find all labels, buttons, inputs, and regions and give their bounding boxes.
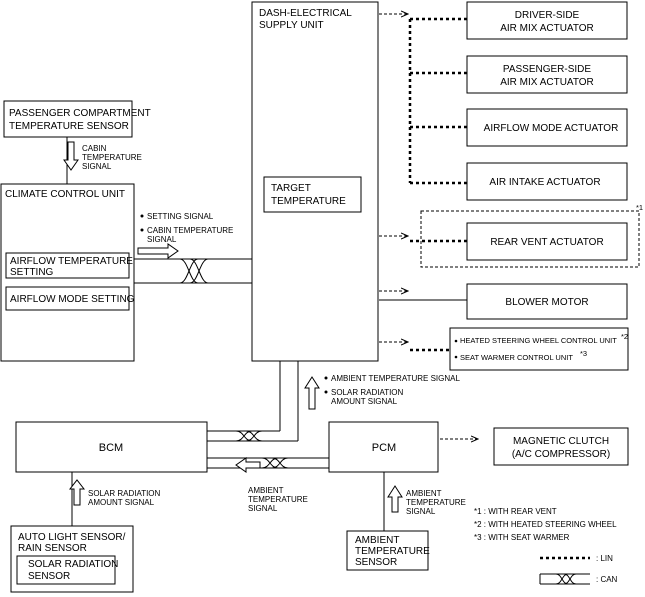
label-dash-input-signals: AMBIENT TEMPERATURE SIGNAL SOLAR RADIATI… [324, 374, 460, 406]
svg-text:REAR VENT ACTUATOR: REAR VENT ACTUATOR [490, 237, 603, 248]
passenger-compartment-temperature-sensor: PASSENGER COMPARTMENT TEMPERATURE SENSOR [3, 100, 151, 138]
label-bcm-solar-signal: SOLAR RADIATION AMOUNT SIGNAL [88, 489, 161, 507]
svg-text:*2 : WITH HEATED STEERING WHEE: *2 : WITH HEATED STEERING WHEEL [474, 520, 617, 529]
svg-text:AMOUNT SIGNAL: AMOUNT SIGNAL [331, 397, 398, 406]
svg-text:DASH-ELECTRICAL: DASH-ELECTRICAL [259, 8, 352, 19]
svg-text:(A/C COMPRESSOR): (A/C COMPRESSOR) [512, 449, 610, 460]
svg-text:SETTING: SETTING [10, 267, 54, 278]
svg-text:DRIVER-SIDE: DRIVER-SIDE [515, 10, 580, 21]
arrow-solar-to-bcm [68, 479, 86, 506]
svg-text:AMBIENT: AMBIENT [355, 535, 399, 546]
svg-text:SOLAR RADIATION: SOLAR RADIATION [88, 489, 161, 498]
label-cabin-temperature-signal: CABIN TEMPERATURE SIGNAL [82, 144, 142, 171]
label-bcm-ambient-signal: AMBIENT TEMPERATURE SIGNAL [248, 486, 308, 513]
svg-text:SUPPLY UNIT: SUPPLY UNIT [259, 20, 324, 31]
svg-text:SOLAR RADIATION: SOLAR RADIATION [331, 388, 404, 397]
air-intake-actuator: AIR INTAKE ACTUATOR [466, 162, 628, 201]
svg-text:CABIN: CABIN [82, 144, 107, 153]
svg-text:MAGNETIC CLUTCH: MAGNETIC CLUTCH [513, 436, 609, 447]
svg-text:AIRFLOW TEMPERATURE: AIRFLOW TEMPERATURE [10, 256, 133, 267]
solar-radiation-sensor: SOLAR RADIATION SENSOR [16, 555, 118, 585]
ambient-temperature-sensor: AMBIENT TEMPERATURE SENSOR [346, 530, 430, 571]
svg-text:SIGNAL: SIGNAL [248, 504, 278, 513]
legend-can-label: : CAN [596, 575, 618, 584]
svg-text:PASSENGER COMPARTMENT: PASSENGER COMPARTMENT [9, 108, 151, 119]
arrow-setting-signal [137, 243, 179, 259]
svg-text:RAIN SENSOR: RAIN SENSOR [18, 543, 87, 554]
svg-text:CLIMATE CONTROL UNIT: CLIMATE CONTROL UNIT [5, 189, 125, 200]
svg-text:SENSOR: SENSOR [355, 557, 397, 568]
svg-text:AIRFLOW MODE SETTING: AIRFLOW MODE SETTING [10, 294, 135, 305]
airflow-mode-actuator: AIRFLOW MODE ACTUATOR [466, 108, 628, 147]
airflow-temperature-setting: AIRFLOW TEMPERATURE SETTING [5, 252, 133, 279]
arrow-ambient-to-dash [304, 376, 320, 410]
optional-control-units: HEATED STEERING WHEEL CONTROL UNIT *2 SE… [449, 327, 629, 371]
passenger-side-air-mix-actuator: PASSENGER-SIDE AIR MIX ACTUATOR [466, 55, 628, 94]
driver-side-air-mix-actuator: DRIVER-SIDE AIR MIX ACTUATOR [466, 1, 628, 40]
blower-motor: BLOWER MOTOR [466, 283, 628, 320]
can-dash-bcm [207, 361, 299, 442]
bcm: BCM [15, 421, 208, 473]
legend-can-swatch [539, 573, 590, 585]
svg-text:AMOUNT SIGNAL: AMOUNT SIGNAL [88, 498, 155, 507]
svg-text:*3 : WITH SEAT WARMER: *3 : WITH SEAT WARMER [474, 533, 570, 542]
pcm: PCM [328, 421, 439, 473]
svg-text:AMBIENT: AMBIENT [406, 489, 442, 498]
legend-lin-label: : LIN [596, 554, 613, 563]
arrow-cabin-temp [63, 141, 79, 171]
svg-text:AIRFLOW MODE ACTUATOR: AIRFLOW MODE ACTUATOR [484, 123, 619, 134]
svg-text:BLOWER MOTOR: BLOWER MOTOR [505, 297, 588, 308]
label-setting-signals: SETTING SIGNAL CABIN TEMPERATURE SIGNAL [140, 212, 233, 244]
svg-text:AIR MIX ACTUATOR: AIR MIX ACTUATOR [500, 23, 594, 34]
svg-text:*3: *3 [580, 349, 587, 358]
svg-text:TEMPERATURE SENSOR: TEMPERATURE SENSOR [9, 121, 129, 132]
svg-text:BCM: BCM [99, 442, 123, 454]
svg-text:*1 : WITH REAR VENT: *1 : WITH REAR VENT [474, 507, 557, 516]
svg-text:AMBIENT TEMPERATURE SIGNAL: AMBIENT TEMPERATURE SIGNAL [331, 374, 460, 383]
svg-text:TEMPERATURE: TEMPERATURE [355, 546, 430, 557]
airflow-mode-setting: AIRFLOW MODE SETTING [5, 286, 135, 311]
svg-text:AIR MIX ACTUATOR: AIR MIX ACTUATOR [500, 77, 594, 88]
can-bcm-pcm [207, 457, 329, 469]
svg-text:PASSENGER-SIDE: PASSENGER-SIDE [503, 64, 591, 75]
svg-text:TARGET: TARGET [271, 183, 311, 194]
magnetic-clutch: MAGNETIC CLUTCH (A/C COMPRESSOR) [493, 427, 629, 466]
legend: : LIN : CAN [539, 554, 618, 585]
rear-vent-group: *1 [420, 203, 643, 268]
svg-text:HEATED STEERING WHEEL CONTROL: HEATED STEERING WHEEL CONTROL UNIT [460, 336, 617, 345]
svg-text:SIGNAL: SIGNAL [406, 507, 436, 516]
svg-text:TEMPERATURE: TEMPERATURE [248, 495, 308, 504]
svg-text:SENSOR: SENSOR [28, 571, 70, 582]
rear-vent-actuator: REAR VENT ACTUATOR [466, 222, 628, 261]
arrow-ambient-to-pcm [387, 485, 403, 513]
svg-text:SIGNAL: SIGNAL [147, 235, 177, 244]
label-pcm-ambient-signal: AMBIENT TEMPERATURE SIGNAL [406, 489, 466, 516]
svg-text:SIGNAL: SIGNAL [82, 162, 112, 171]
svg-text:CABIN TEMPERATURE: CABIN TEMPERATURE [147, 226, 233, 235]
svg-text:*1: *1 [636, 203, 643, 212]
svg-text:SEAT WARMER CONTROL UNIT: SEAT WARMER CONTROL UNIT [460, 353, 573, 362]
svg-text:TEMPERATURE: TEMPERATURE [82, 153, 142, 162]
svg-text:SETTING SIGNAL: SETTING SIGNAL [147, 212, 214, 221]
footnotes: *1 : WITH REAR VENT *2 : WITH HEATED STE… [474, 507, 617, 542]
svg-text:AIR INTAKE ACTUATOR: AIR INTAKE ACTUATOR [489, 177, 600, 188]
can-ccu-dash [134, 258, 252, 284]
svg-text:PCM: PCM [372, 442, 396, 454]
arrow-bcm-ambient [235, 457, 261, 473]
svg-text:AMBIENT: AMBIENT [248, 486, 284, 495]
lin-bus [408, 17, 467, 352]
svg-text:SOLAR RADIATION: SOLAR RADIATION [28, 559, 118, 570]
svg-text:AUTO LIGHT SENSOR/: AUTO LIGHT SENSOR/ [18, 532, 126, 543]
svg-text:TEMPERATURE: TEMPERATURE [406, 498, 466, 507]
svg-text:TEMPERATURE: TEMPERATURE [271, 196, 346, 207]
dash-unit-output-arrows [379, 14, 478, 439]
target-temperature: TARGET TEMPERATURE [263, 176, 362, 213]
svg-text:*2: *2 [621, 332, 628, 341]
